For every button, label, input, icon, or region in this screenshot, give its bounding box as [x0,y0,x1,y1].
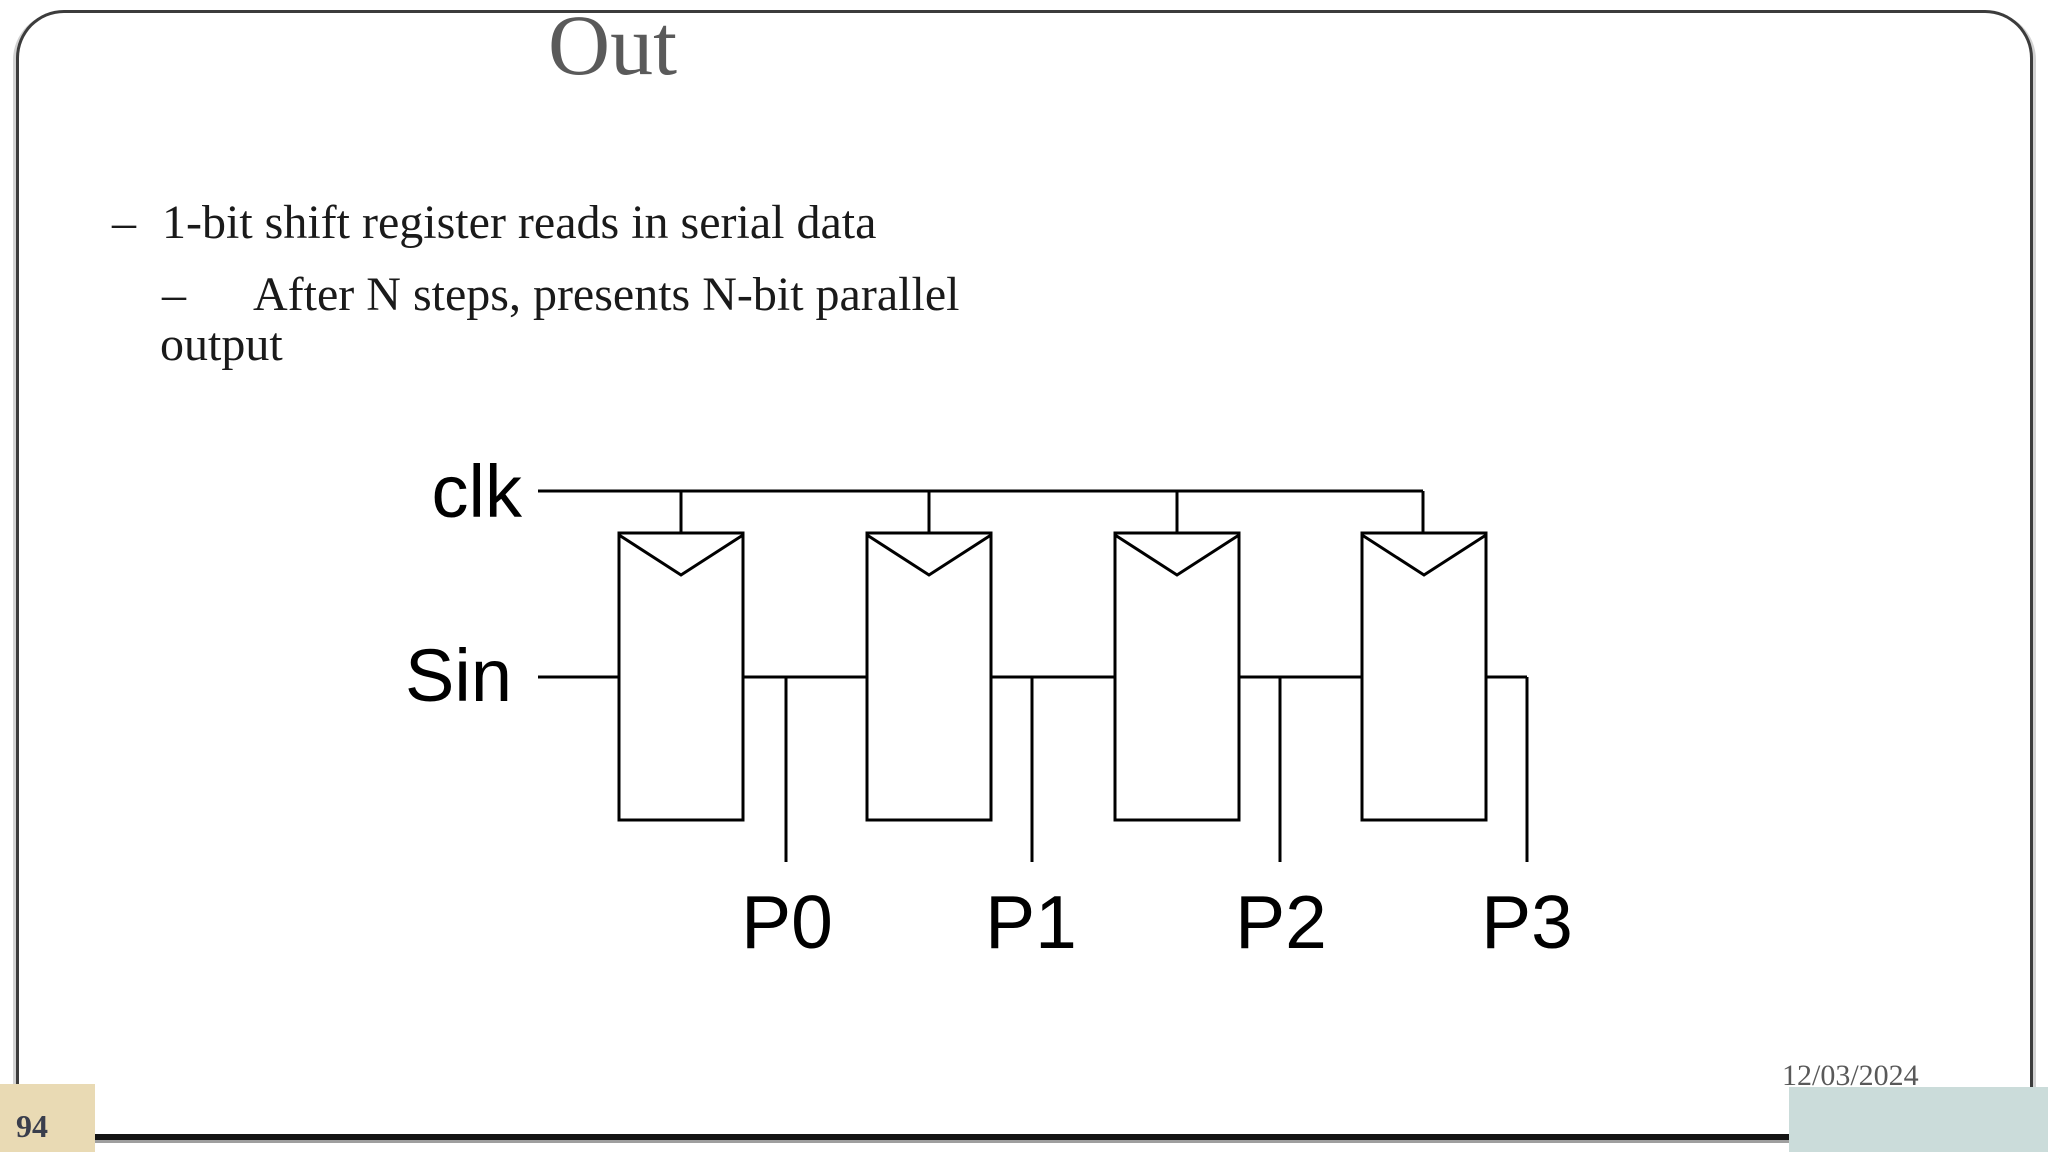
register-boxes [617,531,1488,822]
clk-bus-line [538,489,1425,533]
page-number-box [0,1084,95,1152]
bullet-marker: – [112,196,136,249]
register-box [1113,531,1241,822]
p3-label: P3 [1481,880,1573,964]
bullet-text-wrap: output [160,318,283,371]
clk-label: clk [432,450,523,533]
sin-label: Sin [405,634,512,717]
register-box [1360,531,1488,822]
clock-triangle-icon [866,533,992,577]
clock-triangle-icon [618,533,744,577]
clock-triangle-symbols [618,533,1487,577]
bullet-text: 1-bit shift register reads in serial dat… [162,196,877,249]
register-box [617,531,745,822]
clock-triangle-icon [1114,533,1240,577]
clock-triangle-icon [1361,533,1487,577]
bullet-text: After N steps, presents N-bit parallel [253,268,960,321]
p0-label: P0 [741,880,833,964]
bullet-marker: – [162,268,186,321]
slide-title: Out [548,0,677,93]
page-number: 94 [16,1108,48,1144]
p2-label: P2 [1235,880,1327,964]
p1-label: P1 [985,880,1077,964]
footer-accent-box [1789,1087,2048,1152]
register-box [865,531,993,822]
footer-date: 12/03/2024 [1782,1059,1919,1092]
slide-frame [16,10,2033,1140]
parallel-output-lines [784,677,1529,862]
